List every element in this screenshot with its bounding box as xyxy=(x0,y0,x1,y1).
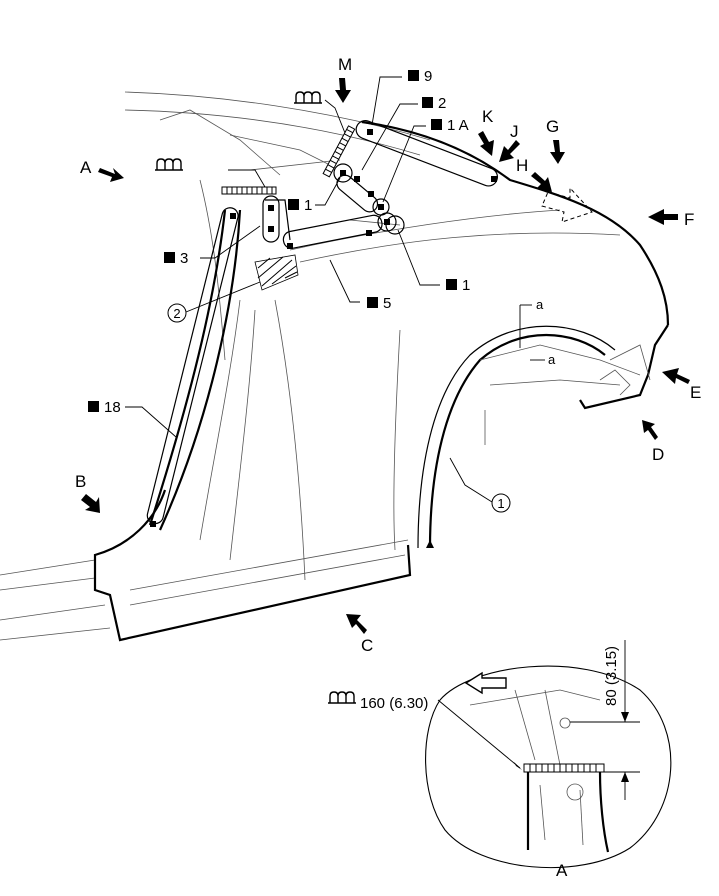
square-icon xyxy=(88,70,457,412)
direction-arrows xyxy=(81,78,690,634)
arrow-d-icon xyxy=(642,420,658,440)
circled-number-1: 1 xyxy=(491,493,511,513)
arrow-j-icon xyxy=(499,140,520,162)
arch-end-arrow xyxy=(426,540,434,548)
spot-weld-label-1a: 1 A xyxy=(447,117,469,134)
spot-weld-label-2: 2 xyxy=(438,95,446,112)
arrow-e-icon xyxy=(662,368,690,384)
label-h: H xyxy=(516,156,528,175)
label-g: G xyxy=(546,117,559,136)
label-e: E xyxy=(690,383,701,402)
arrow-g-icon xyxy=(550,140,565,164)
sealer-icon xyxy=(294,91,322,104)
sealer-beads xyxy=(221,125,356,195)
arrow-a-icon xyxy=(98,168,124,182)
circled-number-2: 2 xyxy=(167,303,187,323)
label-b: B xyxy=(75,472,86,491)
arrow-c-icon xyxy=(346,614,367,634)
dimension-label: 80 (3.15) xyxy=(603,646,620,706)
hatched-region xyxy=(254,254,299,291)
section-label-a-top: a xyxy=(536,297,544,312)
sealer-length-label: 160 (6.30) xyxy=(360,695,428,712)
spot-weld-label-18: 18 xyxy=(104,399,121,416)
svg-text:1: 1 xyxy=(497,496,504,511)
weld-strips xyxy=(146,120,499,525)
arrow-k-icon xyxy=(478,131,494,156)
section-label-a-bottom: a xyxy=(548,352,556,367)
detail-view-a xyxy=(425,640,672,869)
spot-weld-marks xyxy=(150,129,497,527)
svg-text:2: 2 xyxy=(173,306,180,321)
label-j: J xyxy=(510,122,519,141)
label-k: K xyxy=(482,107,494,126)
label-c: C xyxy=(361,636,373,655)
spot-weld-label-1-right: 1 xyxy=(462,277,470,294)
spot-weld-label-1-left: 1 xyxy=(304,197,312,214)
label-d: D xyxy=(652,445,664,464)
arrow-m-icon xyxy=(335,78,351,103)
dashed-h-arrow xyxy=(541,186,593,223)
sealer-icon xyxy=(328,691,356,704)
arrow-b-icon xyxy=(81,494,100,513)
spot-weld-label-9: 9 xyxy=(424,68,432,85)
arrow-f-icon xyxy=(648,209,678,225)
sealer-icon xyxy=(155,158,183,171)
quarter-panel-outline xyxy=(93,120,670,642)
label-a: A xyxy=(80,158,92,177)
wheelhouse-inner xyxy=(479,344,651,445)
detail-view-label: A xyxy=(556,861,568,880)
leader-lines xyxy=(125,76,493,503)
spot-weld-label-3: 3 xyxy=(180,250,188,267)
label-f: F xyxy=(684,210,694,229)
arrow-h-icon xyxy=(531,172,552,192)
section-a-markers xyxy=(519,304,545,361)
spot-weld-label-5: 5 xyxy=(383,295,391,312)
label-m: M xyxy=(338,55,352,74)
